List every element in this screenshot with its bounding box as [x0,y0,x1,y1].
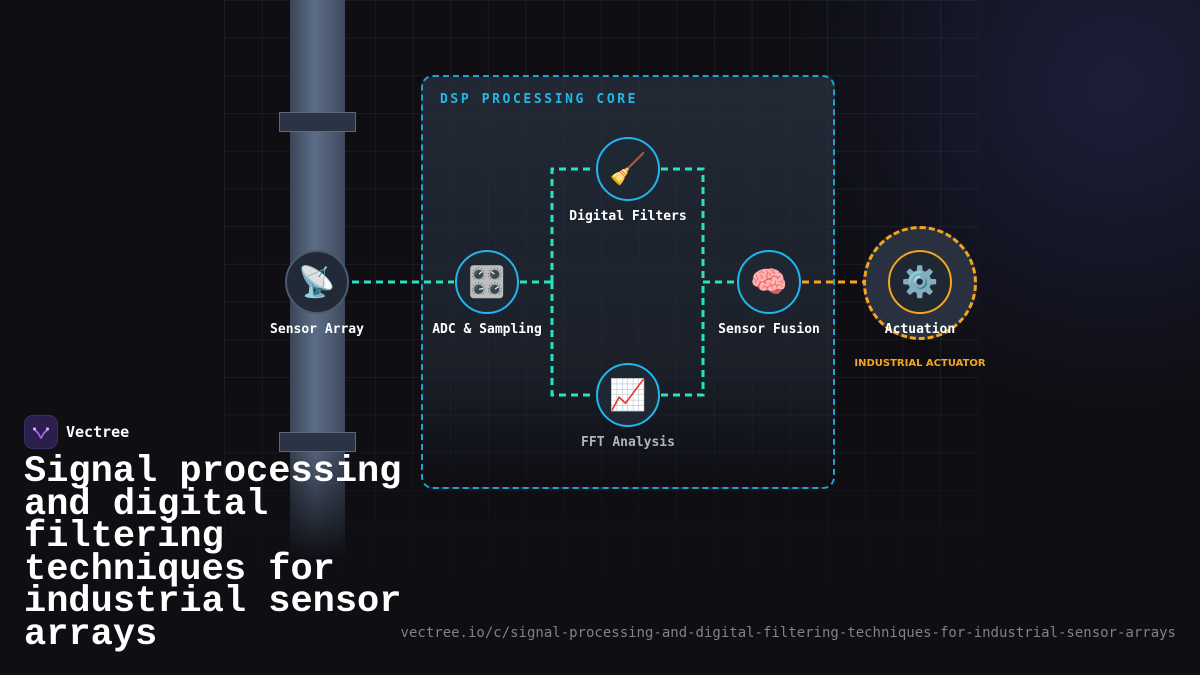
brand: Vectree [24,415,129,449]
page-url[interactable]: vectree.io/c/signal-processing-and-digit… [400,625,1176,641]
node-sensor-fusion: 🧠 [737,250,801,314]
gear-icon: ⚙️ [901,264,939,300]
link-fft-to-merge [661,282,705,397]
brand-name: Vectree [66,423,130,441]
label-fft-analysis: FFT Analysis [581,435,675,450]
link-split-to-filters [550,167,595,282]
pipe-flange-top [279,112,356,132]
node-actuation: ⚙️ [888,250,952,314]
label-digital-filters: Digital Filters [569,209,687,224]
brain-icon: 🧠 [750,264,788,300]
control-knobs-icon: 🎛️ [468,264,506,300]
label-adc-sampling: ADC & Sampling [432,322,542,337]
label-actuation: Actuation [884,322,956,337]
link-filters-to-merge [661,167,705,282]
broom-icon: 🧹 [609,151,647,187]
vectree-logo-icon [24,415,58,449]
node-adc-sampling: 🎛️ [455,250,519,314]
node-fft-analysis: 📈 [596,363,660,427]
node-digital-filters: 🧹 [596,137,660,201]
pipe-flange-bottom [279,432,356,452]
node-sensor-array: 📡 [285,250,349,314]
dsp-group-title: DSP PROCESSING CORE [440,92,639,107]
label-sensor-fusion: Sensor Fusion [718,322,820,337]
satellite-antenna-icon: 📡 [298,264,336,300]
link-split-to-fft [550,282,595,397]
page-title: Signal processing and digital filtering … [24,451,402,656]
label-industrial-actuator: INDUSTRIAL ACTUATOR [854,358,986,369]
label-sensor-array: Sensor Array [270,322,364,337]
chart-increasing-icon: 📈 [609,377,647,413]
